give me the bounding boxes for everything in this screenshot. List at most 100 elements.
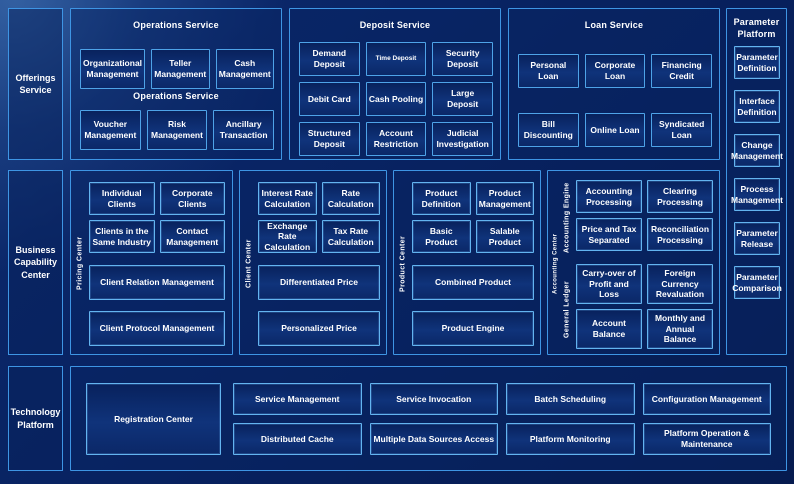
box-configuration-management[interactable]: Configuration Management xyxy=(642,383,771,415)
box-online-loan[interactable]: Online Loan xyxy=(584,113,646,147)
vlabel-client-center: Client Center xyxy=(245,239,253,288)
box-corporate-clients[interactable]: Corporate Clients xyxy=(159,182,225,215)
box-time-deposit[interactable]: Time Deposit xyxy=(365,42,427,76)
sidebar-technology-line1: Technology xyxy=(10,407,61,418)
box-platform-monitoring[interactable]: Platform Monitoring xyxy=(506,423,635,455)
group-operations-service-subtitle: Operations Service xyxy=(133,91,219,101)
parameter-platform-box-list: Parameter Definition Interface Definitio… xyxy=(731,46,783,299)
box-interface-definition[interactable]: Interface Definition xyxy=(734,90,780,123)
box-syndicated-loan[interactable]: Syndicated Loan xyxy=(651,113,712,147)
box-differentiated-price[interactable]: Differentiated Price xyxy=(258,265,380,300)
box-demand-deposit[interactable]: Demand Deposit xyxy=(299,42,360,76)
group-operations-service[interactable]: Operations Service Organizational Manage… xyxy=(70,8,282,160)
box-service-invocation[interactable]: Service Invocation xyxy=(369,383,498,415)
box-tax-rate-calculation[interactable]: Tax Rate Calculation xyxy=(321,220,380,253)
group-technology-platform[interactable]: Registration Center Service Management S… xyxy=(70,366,787,471)
box-parameter-comparison[interactable]: Parameter Comparison xyxy=(732,266,782,299)
box-service-management[interactable]: Service Management xyxy=(233,383,362,415)
box-voucher-management[interactable]: Voucher Management xyxy=(80,110,141,150)
box-personal-loan[interactable]: Personal Loan xyxy=(518,54,579,88)
box-exchange-rate-calculation[interactable]: Exchange Rate Calculation xyxy=(258,220,317,253)
box-clients-in-the-same-industry[interactable]: Clients in the Same Industry xyxy=(89,220,155,253)
sidebar-business-line2: Capability xyxy=(13,257,57,268)
box-interest-rate-calculation[interactable]: Interest Rate Calculation xyxy=(258,182,317,215)
sidebar-offerings-line1: Offerings xyxy=(15,72,56,83)
box-parameter-definition[interactable]: Parameter Definition xyxy=(734,46,780,79)
box-debit-card[interactable]: Debit Card xyxy=(299,82,360,116)
box-cash-pooling[interactable]: Cash Pooling xyxy=(365,82,427,116)
loan-service-box-grid: Personal Loan Corporate Loan Financing C… xyxy=(518,54,712,88)
box-product-management[interactable]: Product Management xyxy=(475,182,534,215)
box-account-restriction[interactable]: Account Restriction xyxy=(365,122,427,156)
box-carry-over-of-profit-and-loss[interactable]: Carry-over of Profit and Loss xyxy=(576,264,642,304)
box-registration-center[interactable]: Registration Center xyxy=(86,383,221,455)
group-parameter-platform[interactable]: Parameter Platform Parameter Definition … xyxy=(726,8,787,355)
sidebar-business-capability-center: Business Capability Center xyxy=(8,170,63,355)
box-change-management[interactable]: Change Management xyxy=(731,134,783,167)
box-personalized-price[interactable]: Personalized Price xyxy=(258,311,380,346)
parameter-platform-title-line2: Platform xyxy=(737,29,776,39)
box-product-definition[interactable]: Product Definition xyxy=(412,182,471,215)
sidebar-offerings-service: Offerings Service xyxy=(8,8,63,160)
box-monthly-and-annual-balance[interactable]: Monthly and Annual Balance xyxy=(647,309,713,349)
group-client-center[interactable]: Client Center Interest Rate Calculation … xyxy=(239,170,387,355)
vlabel-general-ledger: General Ledger xyxy=(563,281,571,338)
box-rate-calculation[interactable]: Rate Calculation xyxy=(321,182,380,215)
group-deposit-service-title: Deposit Service xyxy=(359,20,431,30)
product-center-wide-list: Combined Product Product Engine xyxy=(412,265,534,346)
technology-platform-box-grid: Service Management Service Invocation Ba… xyxy=(233,383,771,455)
box-client-protocol-management[interactable]: Client Protocol Management xyxy=(89,311,225,346)
box-clearing-processing[interactable]: Clearing Processing xyxy=(647,180,713,213)
sidebar-offerings-line2: Service xyxy=(19,85,52,95)
box-organizational-management[interactable]: Organizational Management xyxy=(80,49,146,89)
box-salable-product[interactable]: Salable Product xyxy=(475,220,534,253)
box-security-deposit[interactable]: Security Deposit xyxy=(432,42,493,76)
box-distributed-cache[interactable]: Distributed Cache xyxy=(233,423,362,455)
box-basic-product[interactable]: Basic Product xyxy=(412,220,471,253)
box-reconciliation-processing[interactable]: Reconciliation Processing xyxy=(647,218,713,251)
box-bill-discounting[interactable]: Bill Discounting xyxy=(518,113,579,147)
deposit-service-box-grid: Demand Deposit Time Deposit Security Dep… xyxy=(299,42,493,156)
box-risk-management[interactable]: Risk Management xyxy=(146,110,208,150)
box-contact-management[interactable]: Contact Management xyxy=(159,220,225,253)
group-deposit-service[interactable]: Deposit Service Demand Deposit Time Depo… xyxy=(289,8,501,160)
box-accounting-processing[interactable]: Accounting Processing xyxy=(576,180,642,213)
sidebar-business-line1: Business xyxy=(15,245,56,256)
pricing-center-wide-list: Client Relation Management Client Protoc… xyxy=(89,265,225,346)
box-product-engine[interactable]: Product Engine xyxy=(412,311,534,346)
group-loan-service-title: Loan Service xyxy=(584,20,644,30)
sidebar-business-line3: Center xyxy=(21,269,50,280)
client-center-small-grid: Interest Rate Calculation Rate Calculati… xyxy=(258,182,380,253)
group-product-center[interactable]: Product Center Product Definition Produc… xyxy=(393,170,541,355)
box-price-and-tax-separated[interactable]: Price and Tax Separated xyxy=(576,218,642,251)
box-teller-management[interactable]: Teller Management xyxy=(151,49,210,89)
box-financing-credit[interactable]: Financing Credit xyxy=(651,54,712,88)
box-individual-clients[interactable]: Individual Clients xyxy=(89,182,155,215)
box-parameter-release[interactable]: Parameter Release xyxy=(734,222,780,255)
box-judicial-investigation[interactable]: Judicial Investigation xyxy=(432,122,493,156)
box-platform-operation-maintenance[interactable]: Platform Operation & Maintenance xyxy=(642,423,771,455)
client-center-wide-list: Differentiated Price Personalized Price xyxy=(258,265,380,346)
group-pricing-center[interactable]: Pricing Center Individual Clients Corpor… xyxy=(70,170,233,355)
box-batch-scheduling[interactable]: Batch Scheduling xyxy=(506,383,635,415)
box-multiple-data-sources-access[interactable]: Multiple Data Sources Access xyxy=(369,423,498,455)
product-center-small-grid: Product Definition Product Management Ba… xyxy=(412,182,534,253)
box-process-management[interactable]: Process Management xyxy=(731,178,783,211)
group-loan-service[interactable]: Loan Service Personal Loan Corporate Loa… xyxy=(508,8,720,160)
group-accounting-center[interactable]: Accounting Center Accounting Engine Gene… xyxy=(547,170,720,355)
box-client-relation-management[interactable]: Client Relation Management xyxy=(89,265,225,300)
box-combined-product[interactable]: Combined Product xyxy=(412,265,534,300)
box-foreign-currency-revaluation[interactable]: Foreign Currency Revaluation xyxy=(647,264,713,304)
pricing-center-small-grid: Individual Clients Corporate Clients Cli… xyxy=(89,182,225,253)
operations-service-box-grid: Organizational Management Teller Managem… xyxy=(80,49,274,89)
box-structured-deposit[interactable]: Structured Deposit xyxy=(299,122,360,156)
sidebar-technology-platform: Technology Platform xyxy=(8,366,63,471)
accounting-engine-grid: Accounting Processing Clearing Processin… xyxy=(576,180,713,251)
box-cash-management[interactable]: Cash Management xyxy=(215,49,274,89)
box-ancillary-transaction[interactable]: Ancillary Transaction xyxy=(213,110,274,150)
box-large-deposit[interactable]: Large Deposit xyxy=(432,82,493,116)
vlabel-accounting-center: Accounting Center xyxy=(552,233,559,294)
box-corporate-loan[interactable]: Corporate Loan xyxy=(584,54,646,88)
box-account-balance[interactable]: Account Balance xyxy=(576,309,642,349)
